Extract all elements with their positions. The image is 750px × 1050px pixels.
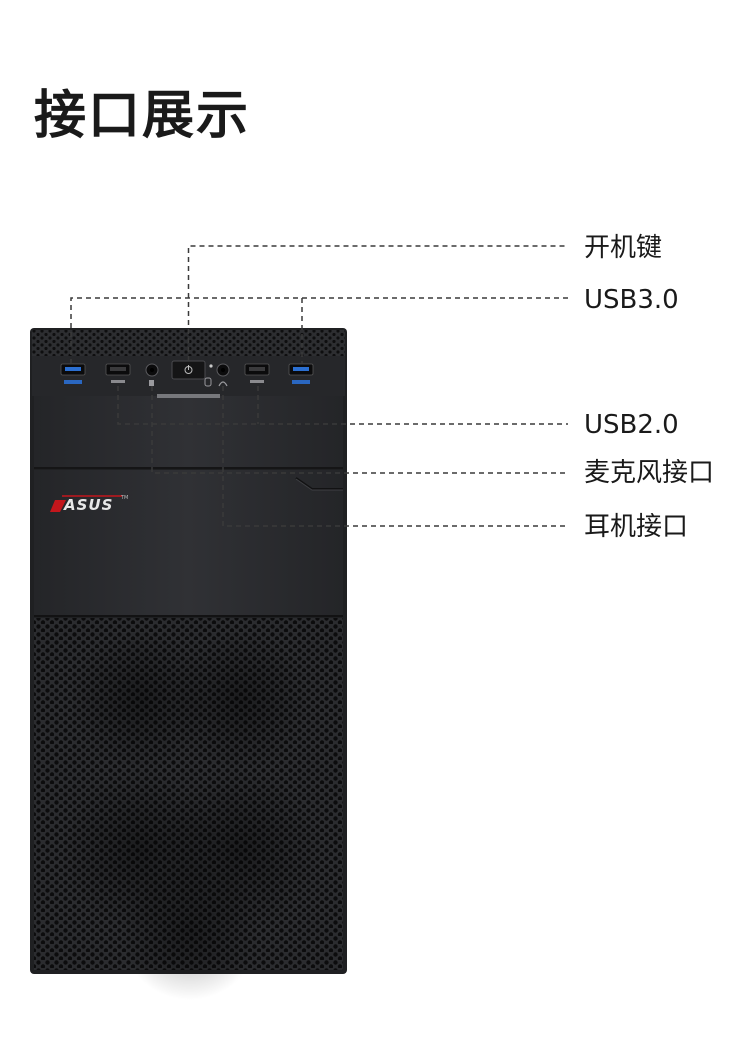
label-headphone: 耳机接口: [584, 512, 689, 542]
upper-bay-cover: [34, 396, 343, 468]
pc-case: [30, 328, 347, 1000]
usb2-port-right: [244, 363, 270, 383]
usb2-port-left: [105, 363, 131, 383]
top-vent: [32, 330, 345, 360]
page-title: 接口展示: [34, 86, 251, 146]
front-bezel: [34, 470, 343, 616]
asus-logo: ASUS TM: [50, 495, 128, 514]
label-power-button: 开机键: [584, 233, 663, 263]
usb3-port-left: [60, 363, 86, 384]
svg-text:ASUS: ASUS: [63, 496, 113, 514]
headphone-jack: [216, 363, 230, 387]
usb3-port-right: [288, 363, 314, 384]
svg-text:TM: TM: [120, 495, 128, 501]
label-usb2: USB2.0: [584, 410, 679, 440]
annotation-leaders: [70, 245, 568, 527]
power-led-bar: [157, 394, 220, 398]
mic-jack: [145, 363, 159, 386]
label-mic: 麦克风接口: [584, 458, 715, 488]
label-usb3: USB3.0: [584, 285, 679, 315]
